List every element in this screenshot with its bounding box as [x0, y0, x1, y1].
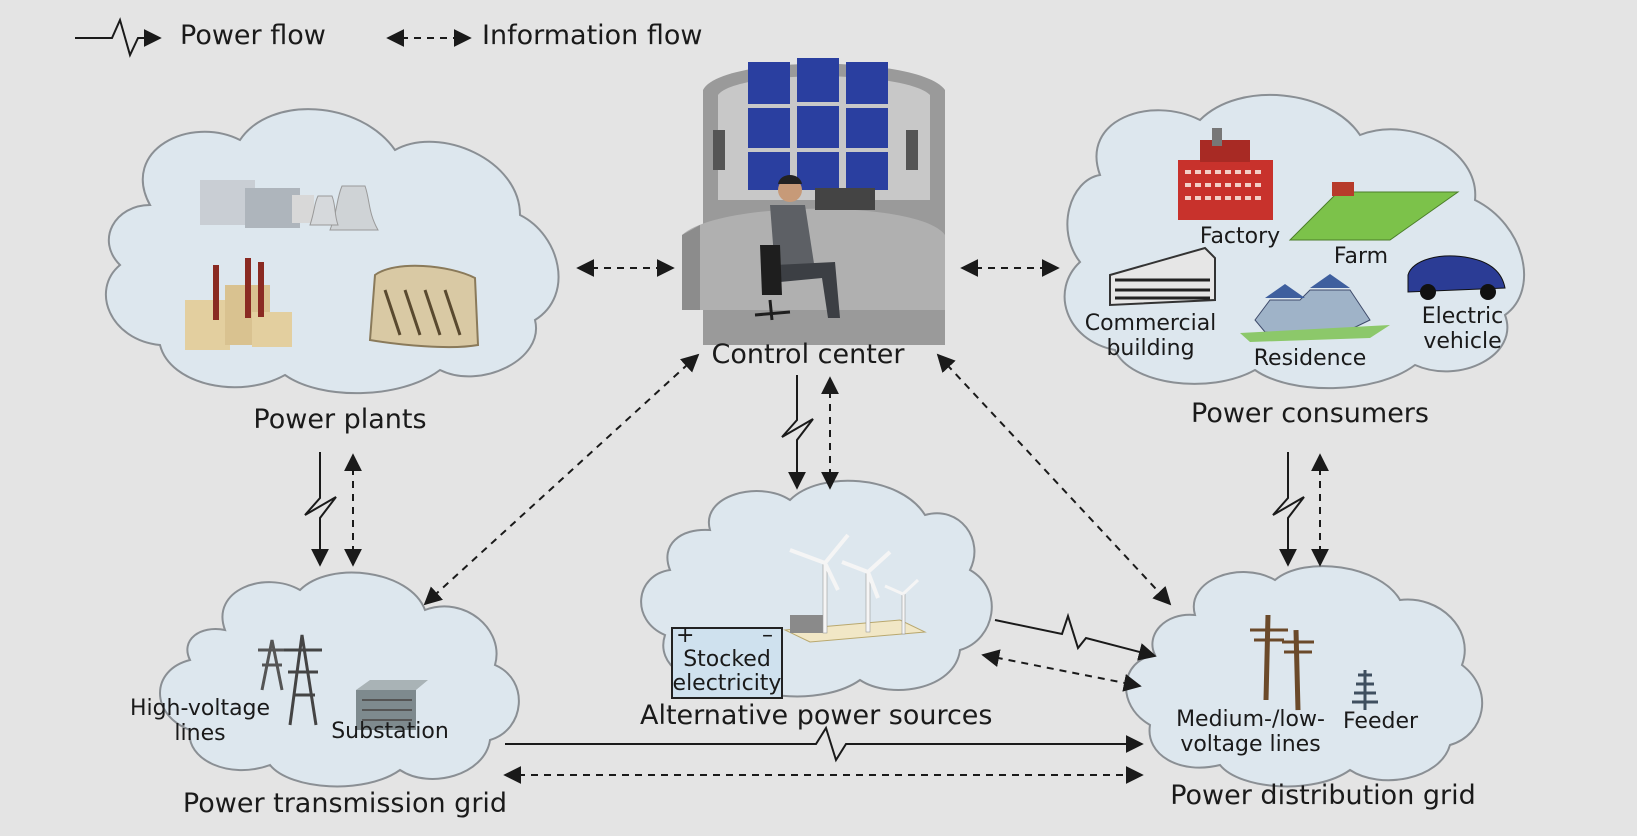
electric-vehicle-label-2: vehicle	[1423, 329, 1502, 354]
distribution-illustration	[1250, 614, 1378, 711]
information-flows	[344, 259, 1329, 784]
control-center-illustration	[682, 58, 945, 345]
power-flow-control-alternative	[781, 375, 814, 490]
power-distribution-grid-label: Power distribution grid	[1170, 780, 1476, 811]
feeder-label: Feeder	[1342, 709, 1419, 734]
legend-power-flow-label: Power flow	[180, 20, 326, 51]
alternative-power-sources-label: Alternative power sources	[640, 700, 993, 731]
info-flow-alternative-distribution	[981, 649, 1142, 692]
commercial-building-label-2: building	[1106, 336, 1195, 361]
control-center-label: Control center	[711, 339, 905, 370]
cloud-distribution-grid	[1125, 565, 1484, 788]
power-consumers-label: Power consumers	[1191, 398, 1429, 429]
power-flow-plants-transmission	[304, 452, 337, 567]
residence-label: Residence	[1253, 346, 1367, 371]
medium-low-voltage-label-2: voltage lines	[1180, 732, 1321, 757]
power-flow-alternative-distribution	[994, 612, 1157, 661]
power-consumers-illustration	[1109, 128, 1506, 342]
stocked-electricity-label-2: electricity	[672, 671, 782, 696]
power-transmission-grid-label: Power transmission grid	[182, 788, 508, 819]
battery-box	[671, 627, 783, 699]
alternative-sources-illustration	[671, 533, 927, 699]
cloud-transmission-grid	[159, 571, 520, 788]
power-flow-symbol	[75, 17, 162, 58]
high-voltage-lines-label-1: High-voltage	[129, 696, 271, 721]
stocked-electricity-label-1: Stocked	[683, 647, 771, 672]
factory-label: Factory	[1199, 224, 1281, 249]
cloud-power-plants	[104, 108, 560, 395]
farm-label: Farm	[1333, 244, 1389, 269]
medium-low-voltage-label-1: Medium-/low-	[1176, 707, 1325, 732]
power-flows	[304, 375, 1305, 763]
power-plants-illustration	[185, 180, 480, 350]
commercial-building-label-1: Commercial	[1084, 311, 1217, 336]
power-flow-consumers-distribution	[1272, 452, 1305, 567]
info-flow-control-transmission	[423, 353, 700, 606]
power-plants-label: Power plants	[253, 404, 427, 435]
info-flow-control-distribution	[936, 353, 1172, 606]
battery-plus-label: +	[676, 623, 695, 648]
battery-minus-label: –	[762, 623, 773, 648]
substation-label: Substation	[331, 719, 449, 744]
legend	[75, 17, 472, 58]
high-voltage-lines-label-2: lines	[174, 721, 226, 746]
electric-vehicle-label-1: Electric	[1421, 304, 1504, 329]
power-flow-transmission-distribution	[505, 725, 1144, 763]
legend-information-flow-label: Information flow	[482, 20, 703, 51]
transmission-illustration	[258, 634, 428, 730]
